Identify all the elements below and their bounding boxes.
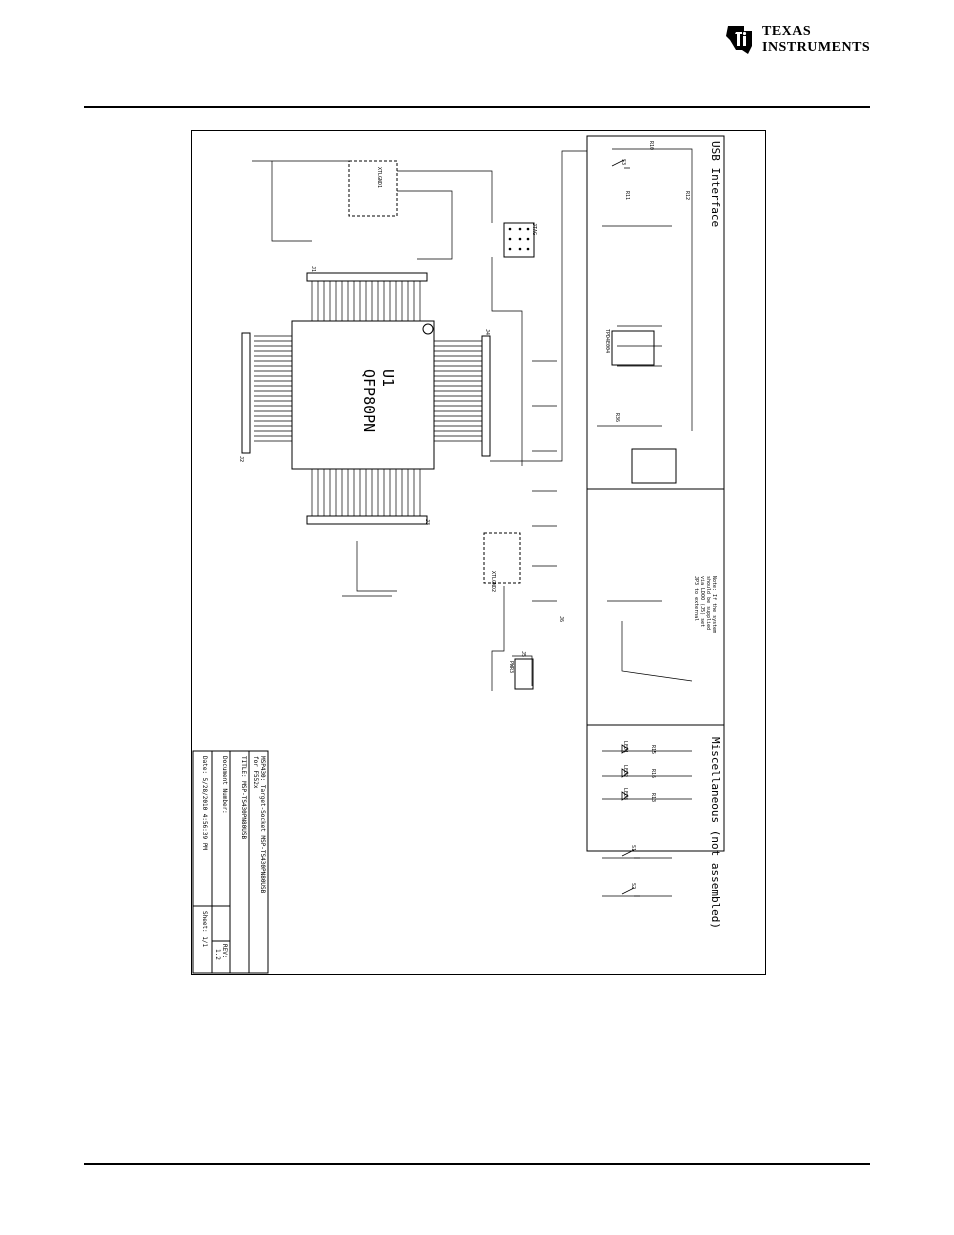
label-xtlgnd1: XTLGND1: [376, 167, 382, 189]
footer-rule: [84, 1163, 870, 1165]
label-r10: R10: [648, 141, 654, 151]
label-j6: J6: [558, 616, 564, 623]
label-j5: J5: [520, 651, 526, 658]
usb-interface-heading: USB Interface: [709, 141, 722, 228]
supply-note: Note: If the system should be supplied v…: [693, 576, 717, 634]
tb-project: MSP430: Target-Socket MSP-TS430PN80USB: [259, 756, 266, 894]
label-xtlgnd2: XTLGND2: [490, 571, 496, 593]
header-rule: [84, 106, 870, 108]
label-j2: J2: [238, 456, 244, 463]
tb-date: Date: 5/28/2010 4:56:39 PM: [201, 756, 208, 850]
label-led2: LED2: [622, 765, 628, 778]
label-r15: R15: [650, 745, 656, 755]
label-s2: S2: [630, 883, 636, 890]
ic-reference: U1: [379, 369, 397, 388]
schematic-sheet: USB Interface Miscellaneous (not assembl…: [191, 130, 766, 975]
ti-logo-icon: [726, 26, 752, 54]
label-led3: LED3: [622, 788, 628, 801]
tb-rev: 1.2: [214, 949, 221, 960]
brand-line-1: Texas: [762, 24, 812, 39]
tb-doc-number: Document Number:: [221, 756, 228, 814]
tb-rev-label: REV:: [221, 944, 228, 959]
misc-heading: Miscellaneous (not assembled): [709, 737, 722, 930]
label-r13: R13: [650, 793, 656, 803]
label-j3: J3: [424, 519, 430, 526]
label-s3: S3: [620, 159, 626, 166]
label-r16: R16: [650, 769, 656, 779]
label-s1: S1: [630, 845, 636, 852]
ic-package: QFP80PN: [360, 369, 378, 433]
brand-name: Texas Instruments: [762, 24, 870, 56]
tb-title: TITLE: MSP-TS430PN80USB: [240, 756, 247, 840]
brand-line-2: Instruments: [762, 40, 871, 55]
label-r11: R11: [624, 191, 630, 201]
label-led1: LED1: [622, 741, 628, 754]
label-r36: R36: [614, 413, 620, 423]
label-tpd4e004: TPD4E004: [604, 329, 610, 354]
schematic-drawing: [192, 135, 725, 974]
label-jtag: JTAG: [531, 223, 537, 236]
label-j4: J4: [484, 329, 490, 336]
tb-family: for F552x: [252, 756, 259, 789]
label-r12: R12: [684, 191, 690, 201]
label-pwr3: PWR3: [508, 661, 514, 674]
label-j1: J1: [310, 266, 316, 273]
tb-sheet: Sheet: 1/1: [201, 911, 208, 948]
